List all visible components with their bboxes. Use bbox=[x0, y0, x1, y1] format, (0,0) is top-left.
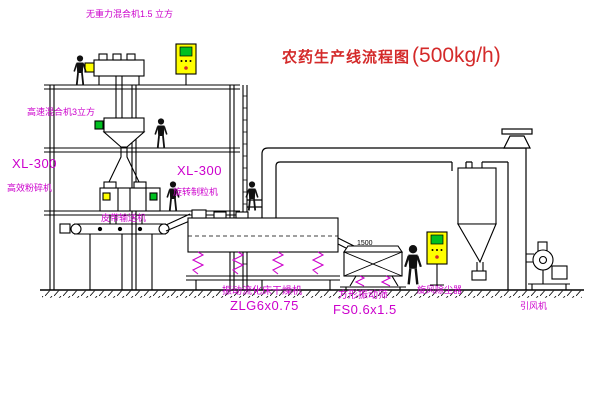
belt-conveyor bbox=[59, 213, 193, 290]
worker-mid-floor bbox=[154, 117, 168, 149]
title-text: 农药生产线流程图 bbox=[282, 49, 411, 66]
worker-duct-floor bbox=[245, 180, 259, 212]
label-crusher: 高效粉碎机 bbox=[7, 183, 53, 193]
label-dryer: 振动流化床干燥机 bbox=[222, 286, 302, 297]
control-panel-upper bbox=[175, 43, 197, 86]
page-title: 农药生产线流程图 (500kg/h) bbox=[282, 44, 501, 68]
cyclone-separator bbox=[457, 162, 497, 281]
label-belt-conveyor: 皮带输送机 bbox=[101, 213, 147, 223]
label-high-speed-mixer: 高速混合机3立方 bbox=[27, 107, 96, 117]
title-capacity: (500kg/h) bbox=[412, 44, 501, 67]
label-top-mixer: 无重力混合机1.5 立方 bbox=[86, 9, 174, 19]
label-screen-model: FS0.6x1.5 bbox=[333, 302, 397, 317]
screen-springs bbox=[354, 275, 392, 287]
exhaust-duct bbox=[247, 147, 526, 218]
label-granulator-model: XL-300 bbox=[177, 163, 222, 178]
label-granulator: 旋转制粒机 bbox=[173, 187, 219, 197]
worker-ground bbox=[403, 243, 423, 286]
label-crusher-model: XL-300 bbox=[12, 156, 57, 171]
exhaust-stack bbox=[501, 128, 533, 290]
vibrating-screen bbox=[340, 245, 406, 290]
high-speed-mixer bbox=[94, 117, 146, 185]
control-panel-lower bbox=[426, 231, 448, 286]
dryer-springs bbox=[191, 251, 325, 275]
induced-draft-fan bbox=[526, 241, 570, 290]
worker-top-floor bbox=[73, 54, 87, 86]
label-dryer-model: ZLG6x0.75 bbox=[230, 298, 299, 313]
label-cyclone: 旋风除尘器 bbox=[417, 285, 463, 295]
label-fan: 引风机 bbox=[520, 301, 548, 311]
label-screen-dimension: 1500 bbox=[357, 240, 373, 247]
rotary-granulator bbox=[99, 181, 161, 224]
fluid-bed-dryer bbox=[186, 209, 355, 290]
ground-line bbox=[40, 289, 584, 298]
label-screen: 方形振动筛 bbox=[338, 290, 388, 301]
